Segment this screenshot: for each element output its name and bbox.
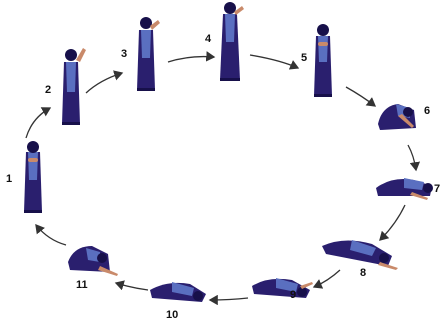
arrow-3-to-4 (167, 51, 216, 63)
figure-step-1 (24, 141, 42, 213)
figure-step-7 (376, 178, 433, 200)
arrow-8-to-9 (312, 269, 341, 289)
step-label-11: 11 (76, 279, 88, 291)
step-label-1: 1 (6, 173, 12, 185)
step-label-5: 5 (301, 52, 307, 64)
cycle-arrows (25, 51, 421, 306)
figure-step-6 (378, 104, 416, 130)
step-label-4: 4 (205, 33, 212, 45)
step-label-6: 6 (424, 105, 430, 117)
arrow-9-to-10 (208, 294, 249, 306)
arrow-10-to-11 (114, 280, 149, 291)
step-label-7: 7 (434, 183, 440, 195)
step-label-8: 8 (360, 267, 366, 279)
arrow-6-to-7 (407, 144, 421, 172)
step-labels: 1 2 3 4 5 6 7 8 9 10 11 (6, 33, 440, 320)
arrow-4-to-5 (249, 54, 300, 70)
figure-step-2 (62, 48, 86, 125)
figure-step-11 (68, 246, 118, 276)
figure-step-4 (220, 2, 244, 81)
figure-step-5 (314, 24, 332, 97)
step-label-3: 3 (121, 48, 127, 60)
arrow-5-to-6 (345, 86, 377, 107)
figure-step-3 (137, 17, 160, 91)
arrow-1-to-2 (25, 107, 52, 139)
figure-step-8 (322, 240, 398, 270)
step-label-9: 9 (290, 289, 296, 301)
arrow-2-to-3 (85, 70, 124, 94)
arrow-11-to-1 (35, 223, 67, 246)
step-label-10: 10 (166, 309, 178, 320)
arrow-7-to-8 (379, 204, 406, 241)
figure-step-10 (150, 282, 206, 302)
figure-step-9 (252, 278, 313, 298)
step-label-2: 2 (45, 84, 51, 96)
